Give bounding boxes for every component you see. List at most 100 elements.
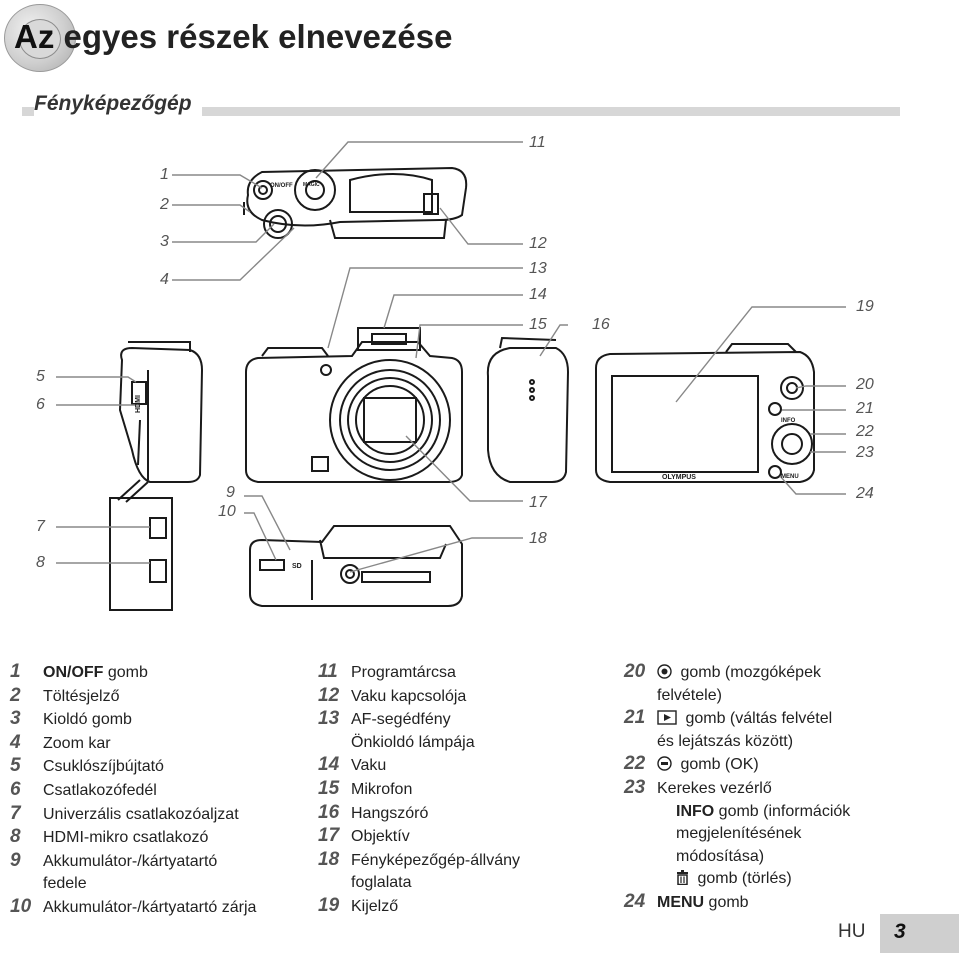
legend-bold-label: MENU <box>657 893 705 911</box>
legend-item-4: 4 Zoom kar <box>10 732 310 756</box>
callout-19: 19 <box>856 298 874 315</box>
legend-text: gomb <box>704 893 749 911</box>
camera-back-view <box>595 343 815 483</box>
legend-text: HDMI-mikro csatlakozó <box>43 829 209 847</box>
callout-7: 7 <box>36 518 45 535</box>
camera-label-menu: MENU <box>781 474 799 480</box>
legend-item-9: 9 Akkumulátor-/kártyatartó <box>10 850 310 874</box>
callout-14: 14 <box>529 286 547 303</box>
camera-illustration: HDMI ON/OFF MAGIC INFO MENU OLYMPUS SD 1… <box>0 120 959 630</box>
camera-label-magic: MAGIC <box>303 182 320 188</box>
callout-1: 1 <box>160 166 169 183</box>
legend-item-20-cont: felvétele) <box>657 686 722 704</box>
playback-icon <box>657 710 677 725</box>
legend-number: 14 <box>318 754 340 776</box>
legend-number: 6 <box>10 778 21 800</box>
legend-number: 17 <box>318 825 340 847</box>
legend-text: gomb (mozgóképek <box>676 664 821 681</box>
legend-item-14: 14 Vaku <box>318 754 610 778</box>
legend-number: 9 <box>10 849 21 871</box>
camera-label-onoff: ON/OFF <box>270 183 293 189</box>
callout-8: 8 <box>36 554 45 571</box>
legend-text: Akkumulátor-/kártyatartó <box>43 852 218 870</box>
legend-item-23-info: INFO gomb (információk <box>624 801 914 824</box>
legend-item-21-cont: és lejátszás között) <box>657 732 794 750</box>
legend-text: gomb (információk <box>714 802 851 820</box>
legend-bold-label: ON/OFF <box>43 664 104 681</box>
camera-bottom-view <box>249 525 463 607</box>
camera-label-brand: OLYMPUS <box>662 474 696 481</box>
legend-item-23: 23 Kerekes vezérlő <box>624 777 914 801</box>
legend-number: 16 <box>318 801 340 823</box>
legend-item-1: 1 ON/OFF gomb <box>10 661 310 685</box>
callout-10: 10 <box>218 503 236 520</box>
chapter-badge-ring <box>19 19 61 59</box>
legend-text: Mikrofon <box>351 780 413 798</box>
callout-6: 6 <box>36 396 45 413</box>
callout-16: 16 <box>592 316 610 333</box>
legend-text: Zoom kar <box>43 734 111 752</box>
legend-column-3: 20 gomb (mozgóképek felvétele) 21 gomb (… <box>624 661 914 915</box>
legend-item-9-cont: fedele <box>43 875 87 893</box>
callout-20: 20 <box>856 376 874 393</box>
legend-text: gomb (törlés) <box>693 870 792 888</box>
callout-9: 9 <box>226 484 235 501</box>
legend-number: 24 <box>624 890 646 912</box>
movie-record-icon <box>657 664 672 679</box>
legend-text: Programtárcsa <box>351 664 456 681</box>
legend-item-16: 16 Hangszóró <box>318 802 610 826</box>
legend-item-18-cont: foglalata <box>351 874 412 892</box>
footer-page-number: 3 <box>894 920 906 943</box>
legend-number: 20 <box>624 661 646 682</box>
legend-text: Csuklószíjbújtató <box>43 758 164 776</box>
callout-5: 5 <box>36 368 45 385</box>
page-title: Az egyes részek elnevezése <box>14 14 452 60</box>
camera-right-side-view <box>486 336 570 483</box>
section-band <box>22 107 900 116</box>
callout-17: 17 <box>529 494 547 511</box>
legend-item-23-cont2: megjelenítésének <box>676 825 802 843</box>
page-title-rest: egyes részek elnevezése <box>54 18 453 55</box>
footer-language: HU <box>838 921 866 942</box>
legend-text: gomb (OK) <box>676 756 759 774</box>
legend-text: Vaku kapcsolója <box>351 687 467 705</box>
legend-text: Kioldó gomb <box>43 711 132 729</box>
legend-text: Univerzális csatlakozóaljzat <box>43 805 239 823</box>
legend-number: 4 <box>10 731 21 753</box>
camera-front-view <box>245 327 463 483</box>
legend-number: 18 <box>318 848 340 870</box>
legend-text: Vaku <box>351 757 387 775</box>
callout-23: 23 <box>856 444 874 461</box>
ok-button-icon <box>657 756 672 772</box>
legend-text: gomb (váltás felvétel <box>681 710 833 728</box>
legend-item-22: 22 gomb (OK) <box>624 753 914 777</box>
legend-item-13-cont: Önkioldó lámpája <box>351 733 475 751</box>
legend-number: 22 <box>624 753 646 775</box>
camera-label-hdmi: HDMI <box>135 395 142 413</box>
legend-text: AF-segédfény <box>351 711 451 729</box>
camera-connector-detail <box>109 479 173 611</box>
legend-number: 10 <box>10 895 32 917</box>
legend-text: Hangszóró <box>351 804 429 822</box>
callout-15: 15 <box>529 316 547 333</box>
callout-24: 24 <box>856 485 874 502</box>
legend-number: 1 <box>10 661 21 682</box>
legend-text: gomb <box>103 664 148 681</box>
legend-item-24: 24 MENU gomb <box>624 891 914 915</box>
legend-text: Kerekes vezérlő <box>657 779 772 797</box>
page-title-prefix: Az <box>14 18 55 55</box>
legend-number: 23 <box>624 776 646 798</box>
